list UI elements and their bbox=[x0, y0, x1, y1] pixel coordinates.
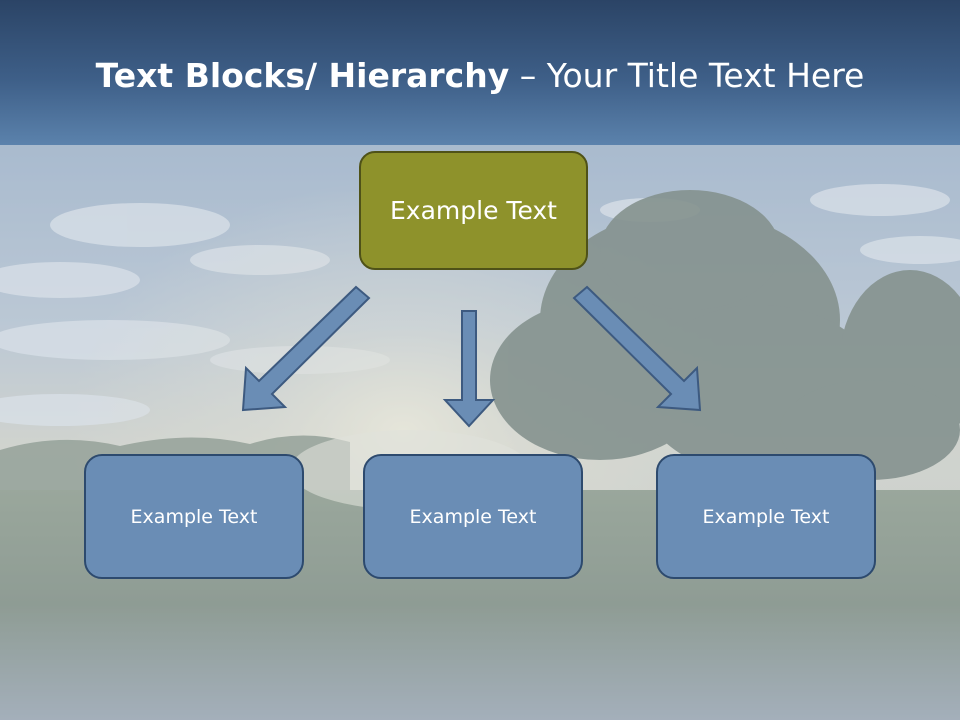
title-bar: Text Blocks/ Hierarchy – Your Title Text… bbox=[0, 0, 960, 145]
child-text-block-label: Example Text bbox=[702, 505, 830, 528]
child-text-block-right[interactable]: Example Text bbox=[656, 454, 876, 579]
slide-title-rest: – Your Title Text Here bbox=[509, 56, 865, 95]
root-text-block[interactable]: Example Text bbox=[359, 151, 588, 270]
slide-title-bold: Text Blocks/ Hierarchy bbox=[95, 56, 510, 95]
child-text-block-center[interactable]: Example Text bbox=[363, 454, 583, 579]
arrow-down-center bbox=[442, 310, 496, 428]
child-text-block-label: Example Text bbox=[130, 505, 258, 528]
slide-title: Text Blocks/ Hierarchy – Your Title Text… bbox=[0, 56, 960, 96]
arrow-down-left bbox=[241, 285, 371, 412]
child-text-block-left[interactable]: Example Text bbox=[84, 454, 304, 579]
child-text-block-label: Example Text bbox=[409, 505, 537, 528]
root-text-block-label: Example Text bbox=[390, 196, 557, 225]
arrow-down-right bbox=[572, 285, 702, 412]
